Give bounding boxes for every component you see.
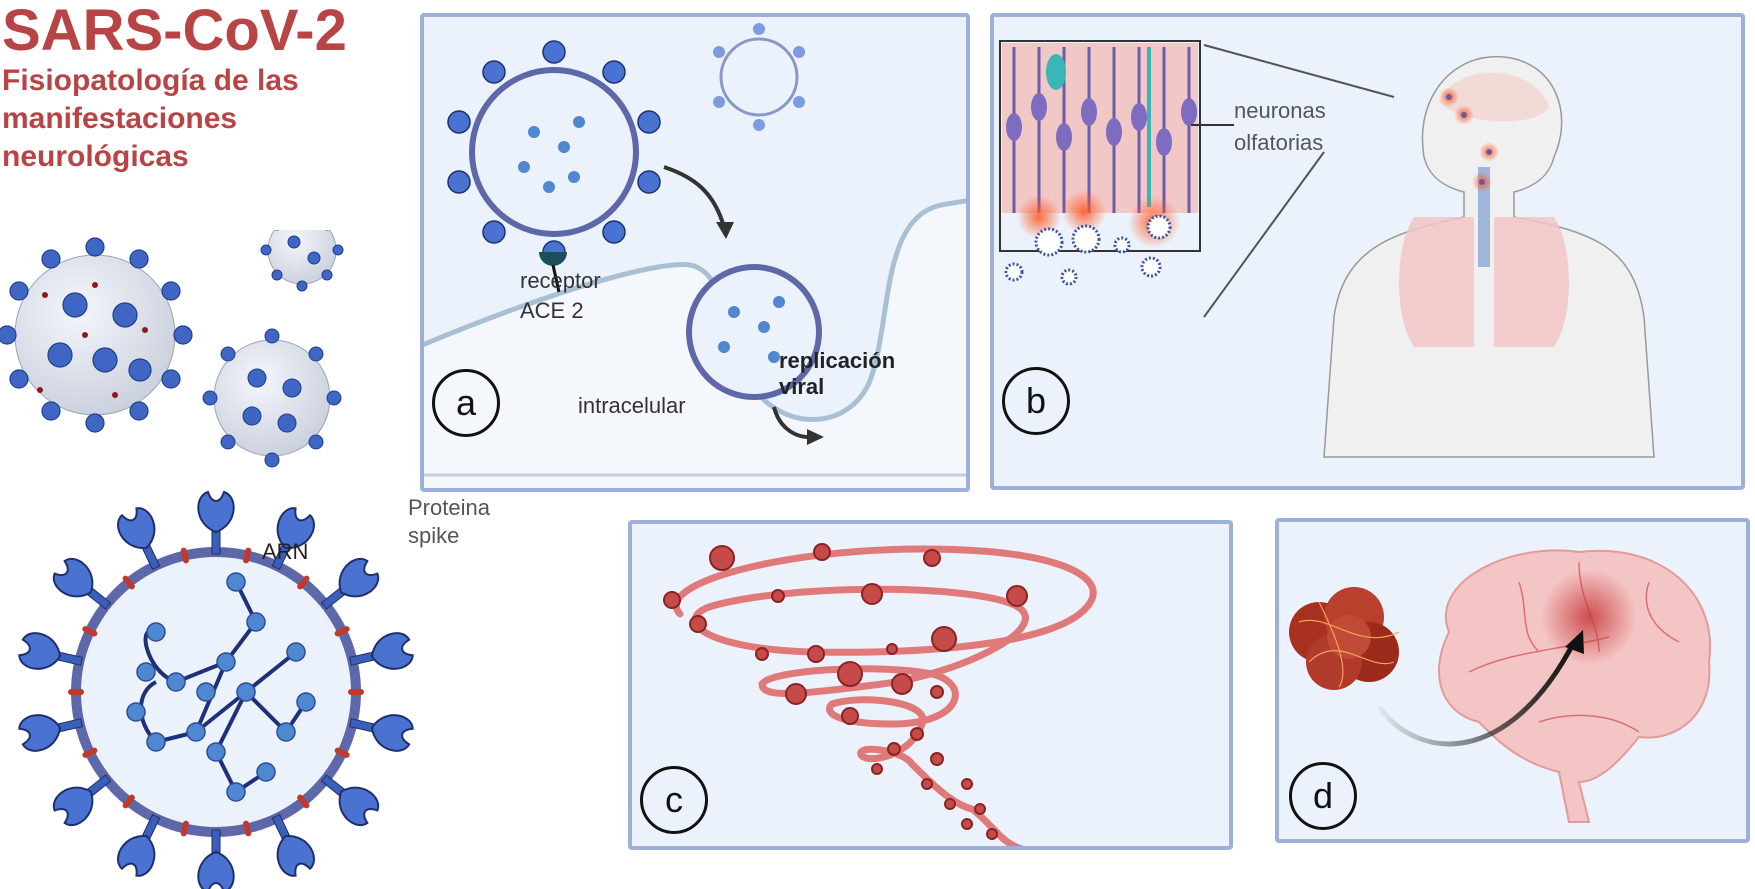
trachea: [1478, 167, 1490, 267]
spike-protein: [197, 829, 235, 889]
membrane-protein: [122, 575, 135, 590]
virus-free: [713, 23, 805, 131]
zoom-line-top: [1203, 44, 1395, 98]
cytokine-spiral: [672, 545, 1097, 846]
membrane-protein: [334, 747, 350, 758]
olfactory-neurons-label-line-2: olfatorias: [1234, 130, 1324, 155]
viral-envelope: [71, 547, 361, 837]
spike-protein-label-line-2: spike: [408, 523, 460, 548]
spike-protein: [117, 813, 161, 877]
panel-a-badge: a: [432, 369, 500, 437]
panel-a-illustration: [424, 23, 966, 488]
spike-protein: [197, 490, 235, 555]
spike-protein: [349, 632, 414, 670]
spike-protein: [320, 774, 380, 826]
spike-protein: [271, 507, 315, 571]
inflammatory-particles: [663, 543, 1028, 840]
membrane-protein: [180, 547, 189, 564]
rna-beads: [126, 572, 316, 802]
membrane-protein: [243, 547, 252, 564]
brain: [1438, 549, 1712, 823]
membrane-protein: [297, 794, 310, 809]
rna-label: ARN: [262, 539, 309, 564]
panel-b-badge: b: [1002, 367, 1070, 435]
panel-d-illustration: [1289, 549, 1712, 823]
human-body: [1323, 55, 1655, 458]
panel-d-badge: d: [1289, 762, 1357, 830]
spike-protein-label-line-1: Proteina: [408, 495, 490, 520]
virus-particle-large: [0, 237, 193, 433]
zoom-line-bottom: [1203, 151, 1325, 318]
spike-protein: [271, 813, 315, 877]
entry-arrow: [663, 165, 726, 228]
panel-b-olfactory-route: neuronas olfatorias b: [990, 13, 1745, 490]
spike-protein: [320, 558, 380, 610]
figure-title-block: SARS-CoV-2 Fisiopatología de las manifes…: [2, 0, 347, 176]
panel-d-thrombosis: d: [1275, 518, 1750, 843]
virus-particles-group: [0, 230, 344, 468]
membrane-protein: [68, 689, 84, 695]
figure-subtitle-line-3: neurológicas: [2, 140, 189, 173]
panel-a-cell-entry: receptor ACE 2 intracelular replicación …: [420, 13, 970, 492]
panel-c-illustration: [663, 543, 1097, 846]
virus-attached: [447, 40, 661, 264]
intracellular-label: intracelular: [578, 393, 686, 418]
panel-c-badge: c: [640, 766, 708, 834]
ace2-receptor: [539, 252, 567, 266]
panel-c-cytokine-storm: c: [628, 520, 1233, 850]
membrane-protein: [348, 689, 364, 695]
ace2-stem: [551, 264, 561, 293]
ischemic-area: [1541, 569, 1637, 665]
membrane-protein: [180, 820, 189, 837]
blood-clot: [1289, 587, 1400, 690]
membrane-protein: [243, 820, 252, 837]
spike-protein: [18, 714, 83, 752]
spike-protein: [18, 632, 83, 670]
spike-protein: [52, 558, 112, 610]
replication-label-line-2: viral: [779, 374, 825, 399]
membrane-protein: [82, 747, 98, 758]
spike-protein: [349, 714, 414, 752]
figure-subtitle-line-2: manifestaciones: [2, 102, 238, 135]
figure-subtitle-line-1: Fisiopatología de las: [2, 64, 299, 97]
olfactory-epithelium-inset: [999, 40, 1201, 286]
replication-label-line-1: replicación: [779, 348, 896, 373]
virus-particle-medium: [202, 328, 342, 468]
virus-schematic: /* placeholder */: [18, 490, 414, 889]
receptor-label-line-1: receptor: [520, 268, 601, 293]
receptor-label-line-2: ACE 2: [520, 298, 584, 323]
panel-b-illustration: [999, 40, 1655, 458]
lungs: [1399, 217, 1569, 347]
virus-particle-small: [260, 230, 344, 292]
replication-arrow: [772, 406, 810, 439]
membrane-protein: [122, 794, 135, 809]
membrane-protein: [297, 575, 310, 590]
spike-protein: [117, 507, 161, 571]
embolism-arrow: [1376, 640, 1577, 747]
figure-title: SARS-CoV-2: [2, 0, 347, 63]
olfactory-neurons-label-line-1: neuronas: [1234, 98, 1326, 123]
virus-endocytosed: [686, 264, 822, 400]
membrane-protein: [82, 626, 98, 637]
spike-protein: [52, 774, 112, 826]
membrane-protein: [334, 626, 350, 637]
